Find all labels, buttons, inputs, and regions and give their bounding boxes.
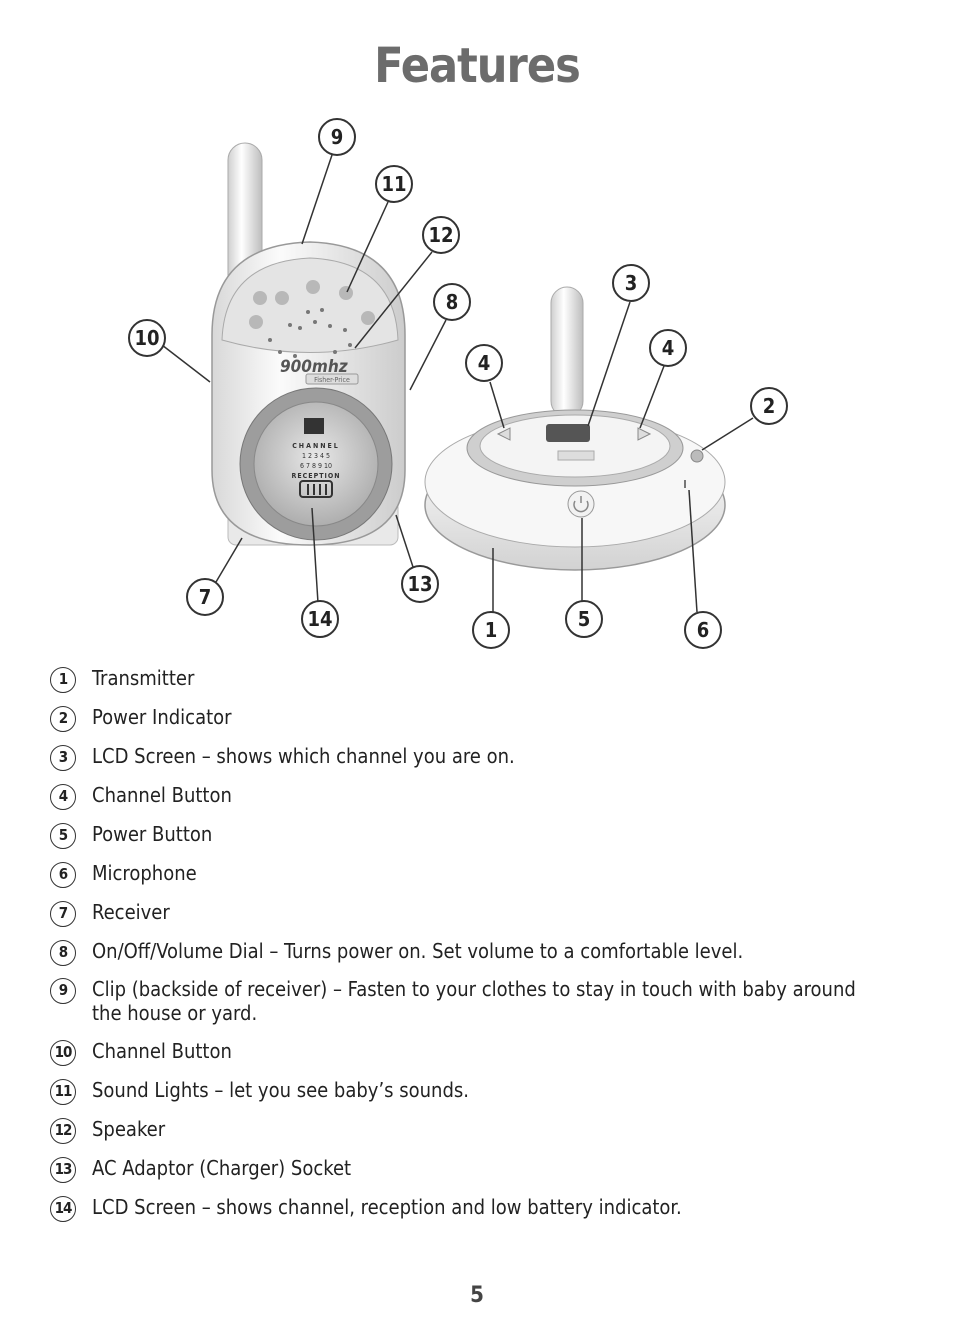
svg-text:1: 1 bbox=[485, 618, 498, 642]
leader-lines bbox=[161, 154, 754, 613]
callout-4a bbox=[465, 344, 503, 382]
svg-text:RECEPTION: RECEPTION bbox=[292, 472, 341, 480]
callout-3 bbox=[612, 264, 650, 302]
transmitter-antenna bbox=[550, 286, 584, 418]
svg-text:11: 11 bbox=[381, 172, 406, 196]
callout-2 bbox=[750, 387, 788, 425]
callout-6 bbox=[684, 611, 722, 649]
svg-text:10: 10 bbox=[134, 326, 159, 350]
svg-text:3: 3 bbox=[625, 271, 638, 295]
callout-9 bbox=[318, 118, 356, 156]
callout-14 bbox=[301, 600, 339, 638]
speaker-holes bbox=[268, 308, 352, 358]
page-title: Features bbox=[374, 38, 581, 94]
callout-4b bbox=[649, 329, 687, 367]
svg-text:6 7 8 9 10: 6 7 8 9 10 bbox=[300, 462, 332, 470]
power-button bbox=[567, 490, 595, 518]
callout-13 bbox=[401, 565, 439, 603]
svg-text:14: 14 bbox=[307, 607, 332, 631]
svg-text:CHANNEL: CHANNEL bbox=[292, 442, 340, 450]
brand-label: Fisher-Price bbox=[314, 376, 350, 384]
speaker-grille bbox=[221, 257, 399, 353]
svg-text:4: 4 bbox=[662, 336, 675, 360]
svg-text:7: 7 bbox=[199, 585, 212, 609]
svg-text:1 2 3 4 5: 1 2 3 4 5 bbox=[302, 452, 330, 460]
product-diagram: 900mhz Fisher-Price CHANNEL 1 2 3 4 5 6 … bbox=[128, 118, 788, 649]
svg-text:5: 5 bbox=[578, 607, 591, 631]
battery-icon bbox=[304, 418, 324, 434]
page-number: 5 bbox=[470, 1283, 484, 1308]
svg-text:12: 12 bbox=[428, 223, 453, 247]
channel-up-button bbox=[637, 427, 652, 441]
svg-text:13: 13 bbox=[407, 572, 432, 596]
callout-numbers: 9 11 12 8 10 4 3 4 2 7 14 13 1 5 6 bbox=[134, 125, 775, 642]
transmitter-lcd-screen bbox=[546, 424, 590, 442]
channel-down-button bbox=[496, 427, 511, 441]
svg-text:4: 4 bbox=[478, 351, 491, 375]
svg-text:9: 9 bbox=[331, 125, 344, 149]
transmitter-top bbox=[479, 414, 671, 478]
svg-text:2: 2 bbox=[763, 394, 776, 418]
callout-1 bbox=[472, 611, 510, 649]
receiver-unit: 900mhz Fisher-Price CHANNEL 1 2 3 4 5 6 … bbox=[211, 142, 406, 546]
power-icon bbox=[573, 496, 589, 513]
callout-8 bbox=[433, 283, 471, 321]
band-label: 900mhz bbox=[280, 357, 348, 377]
callout-5 bbox=[565, 600, 603, 638]
reception-bars-icon bbox=[299, 480, 333, 498]
transmitter-unit bbox=[424, 286, 726, 571]
svg-text:8: 8 bbox=[446, 290, 459, 314]
callout-labels bbox=[128, 118, 788, 649]
callout-11 bbox=[375, 165, 413, 203]
svg-text:6: 6 bbox=[697, 618, 710, 642]
sound-lights bbox=[249, 280, 375, 329]
callout-7 bbox=[186, 578, 224, 616]
callout-12 bbox=[422, 216, 460, 254]
power-indicator-light bbox=[690, 449, 704, 463]
receiver-lcd-screen bbox=[253, 401, 379, 527]
callout-10 bbox=[128, 319, 166, 357]
